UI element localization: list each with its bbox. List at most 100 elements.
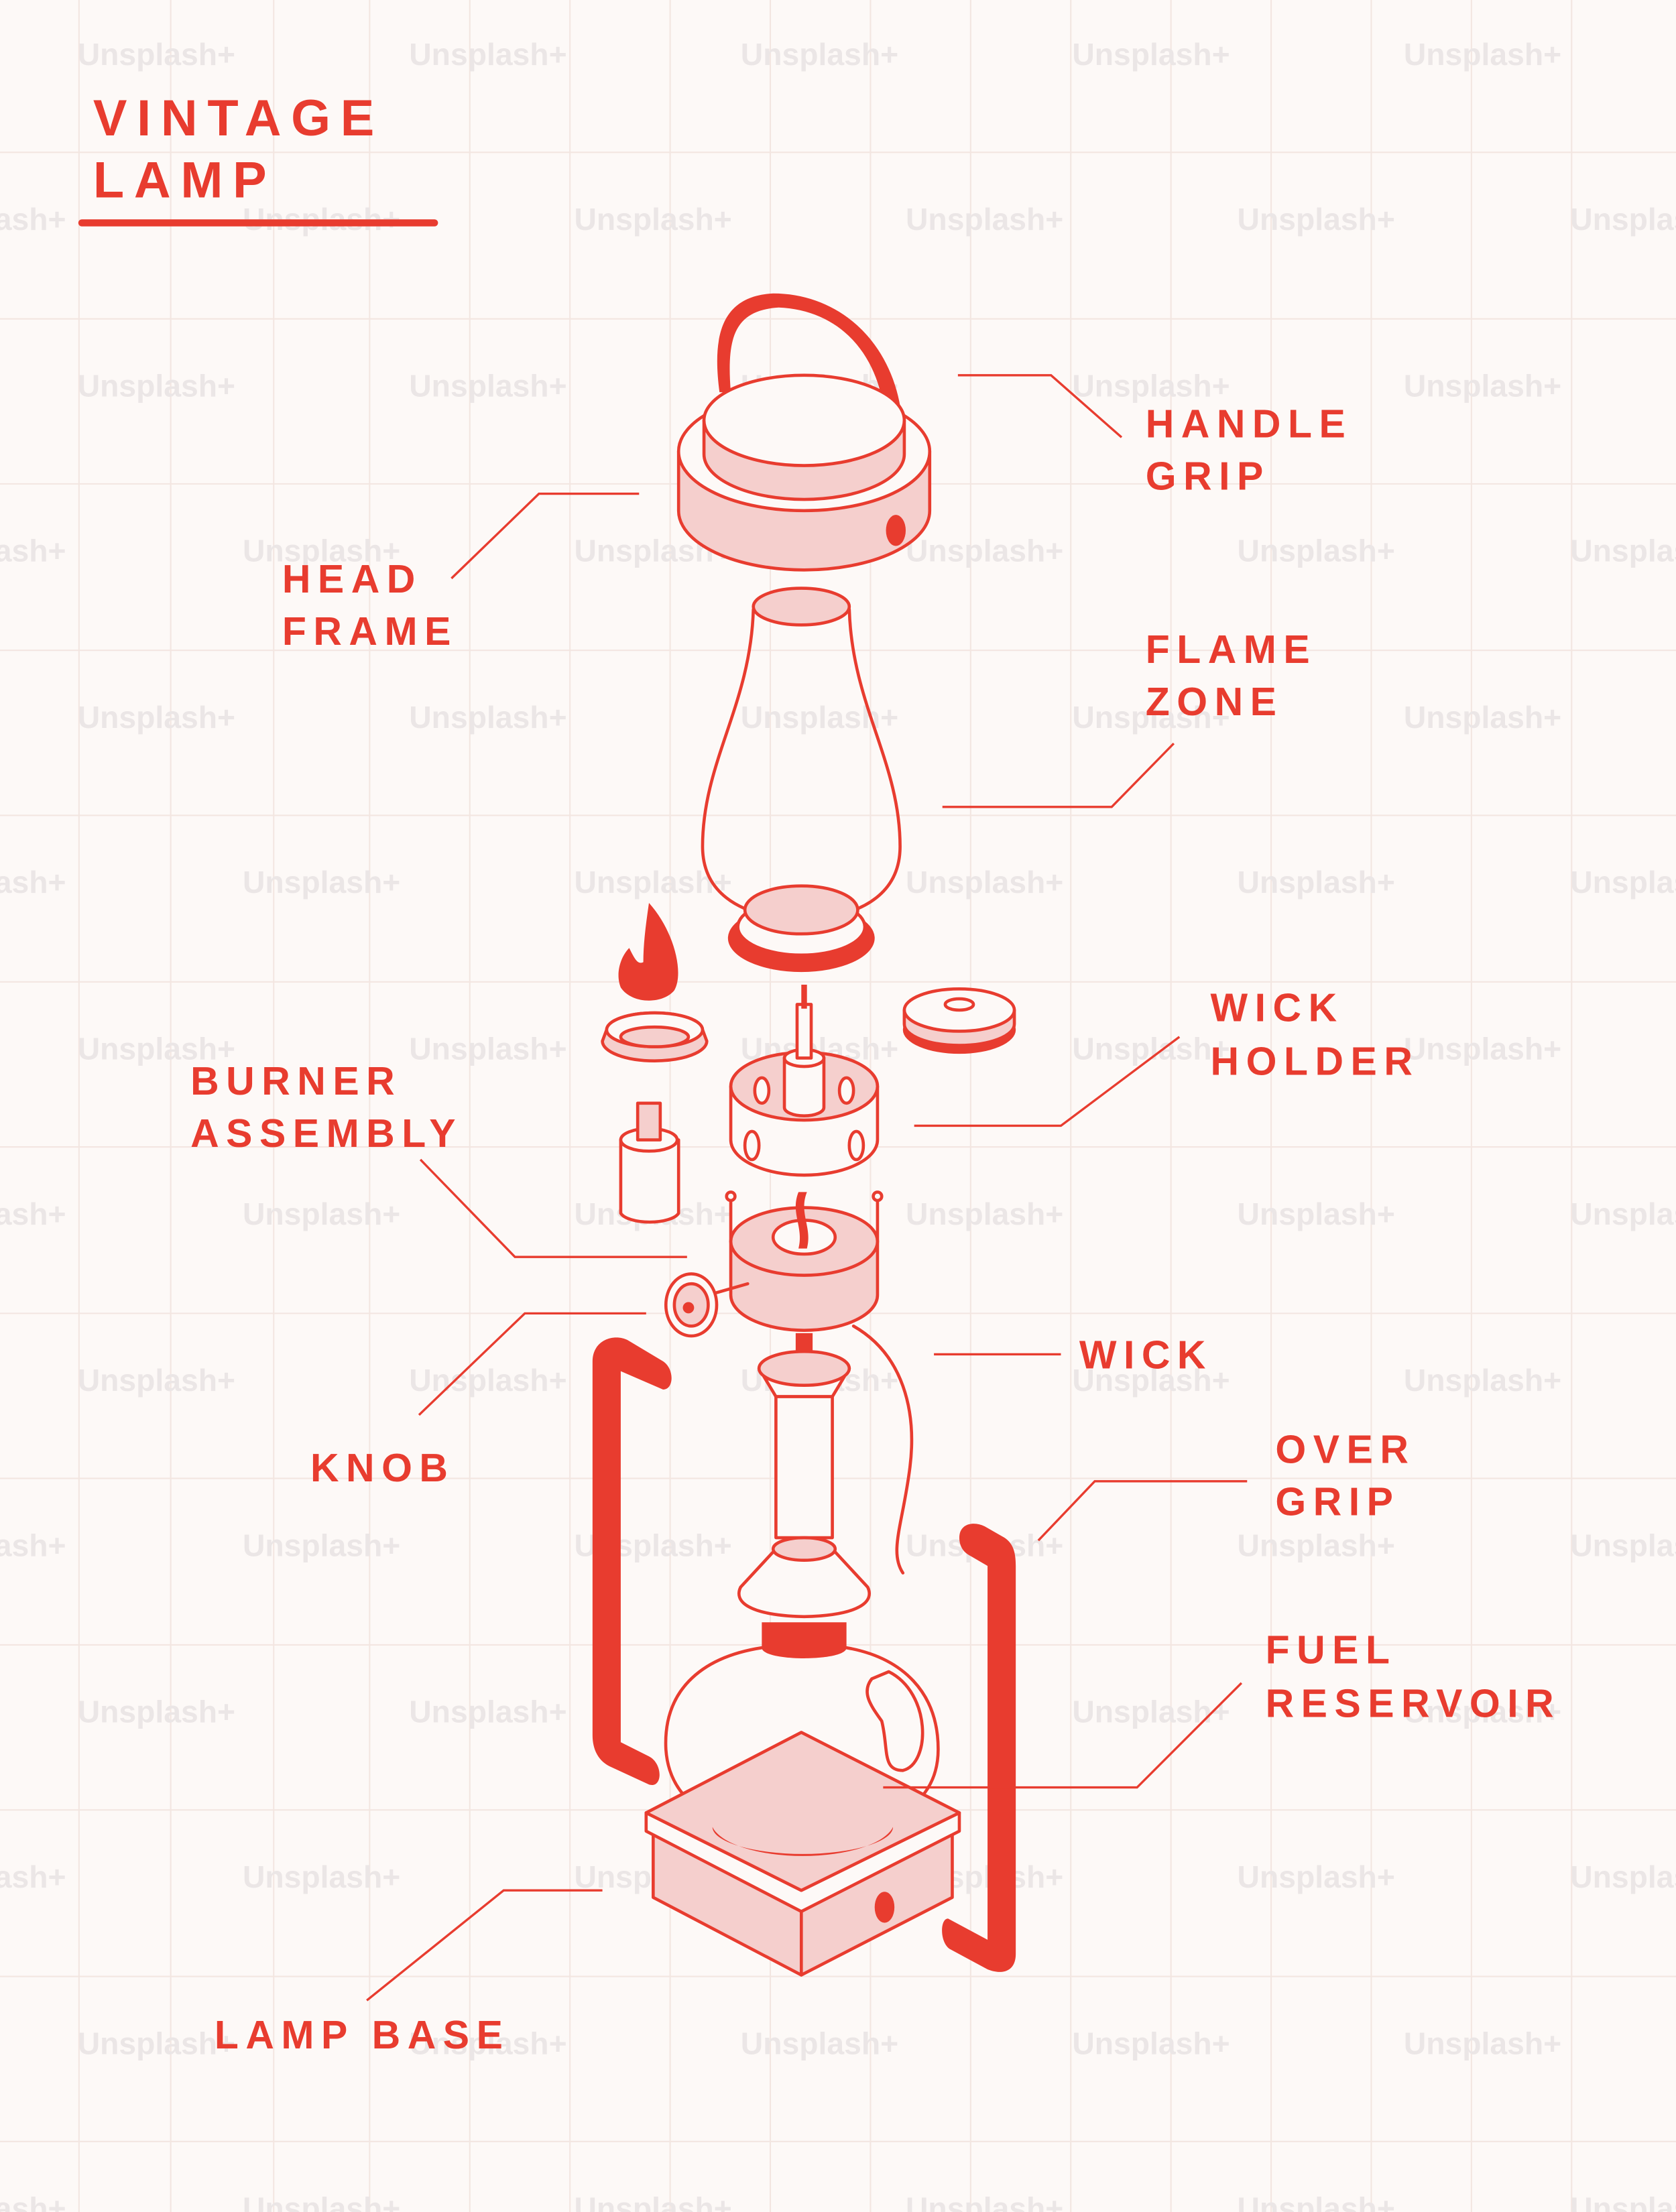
svg-text:Unsplash+: Unsplash+ bbox=[1072, 37, 1230, 72]
svg-text:Unsplash+: Unsplash+ bbox=[78, 2026, 235, 2061]
svg-text:HEAD: HEAD bbox=[282, 558, 422, 601]
svg-text:WICK: WICK bbox=[1079, 1333, 1213, 1377]
svg-text:LAMP BASE: LAMP BASE bbox=[215, 2014, 510, 2057]
svg-text:Unsplash+: Unsplash+ bbox=[409, 368, 566, 403]
svg-text:Unsplash+: Unsplash+ bbox=[78, 37, 235, 72]
burner-part bbox=[725, 1190, 884, 1332]
svg-text:Unsplash+: Unsplash+ bbox=[0, 534, 66, 568]
svg-text:Unsplash+: Unsplash+ bbox=[0, 202, 66, 237]
svg-text:LAMP: LAMP bbox=[93, 152, 277, 209]
svg-text:Unsplash+: Unsplash+ bbox=[0, 1528, 66, 1562]
watermarks: Unsplash+ Unsplash+ Unsplash+ Unsplash+ Unsp… bbox=[0, 37, 1676, 2212]
svg-text:WICK: WICK bbox=[1211, 987, 1344, 1030]
label-burner-assembly: BURNER ASSEMBLY bbox=[190, 1060, 463, 1156]
svg-text:Unsplash+: Unsplash+ bbox=[1072, 1695, 1230, 1729]
svg-text:GRIP: GRIP bbox=[1275, 1480, 1400, 1524]
svg-text:Unsplash+: Unsplash+ bbox=[1570, 2191, 1676, 2212]
svg-text:Unsplash+: Unsplash+ bbox=[78, 1032, 235, 1066]
svg-text:Unsplash+: Unsplash+ bbox=[906, 865, 1063, 900]
svg-text:Unsplash+: Unsplash+ bbox=[906, 1196, 1063, 1231]
svg-text:Unsplash+: Unsplash+ bbox=[1570, 202, 1676, 237]
svg-text:Unsplash+: Unsplash+ bbox=[243, 202, 400, 237]
svg-text:Unsplash+: Unsplash+ bbox=[1072, 700, 1230, 735]
screw-part bbox=[619, 1101, 680, 1224]
svg-text:Unsplash+: Unsplash+ bbox=[1570, 534, 1676, 568]
svg-text:FUEL: FUEL bbox=[1266, 1628, 1397, 1672]
handle-icon bbox=[717, 293, 903, 480]
svg-text:BURNER: BURNER bbox=[190, 1060, 402, 1103]
ring-part bbox=[601, 1011, 709, 1062]
svg-text:Unsplash+: Unsplash+ bbox=[574, 865, 731, 900]
label-fuel-reservoir: FUEL RESERVOIR bbox=[1266, 1628, 1561, 1725]
label-wick: WICK bbox=[1079, 1333, 1213, 1377]
svg-text:Unsplash+: Unsplash+ bbox=[1238, 865, 1395, 900]
svg-text:Unsplash+: Unsplash+ bbox=[0, 1196, 66, 1231]
svg-text:Unsplash+: Unsplash+ bbox=[1570, 1196, 1676, 1231]
svg-text:ASSEMBLY: ASSEMBLY bbox=[190, 1112, 463, 1156]
wick-cord bbox=[851, 1325, 914, 1575]
cap-part bbox=[902, 987, 1016, 1054]
svg-text:Unsplash+: Unsplash+ bbox=[1072, 1363, 1230, 1398]
svg-text:Unsplash+: Unsplash+ bbox=[243, 865, 400, 900]
svg-text:Unsplash+: Unsplash+ bbox=[409, 1032, 566, 1066]
left-grip bbox=[592, 1337, 672, 1786]
svg-text:Unsplash+: Unsplash+ bbox=[1238, 2191, 1395, 2212]
svg-text:Unsplash+: Unsplash+ bbox=[1238, 1859, 1395, 1894]
svg-text:Unsplash+: Unsplash+ bbox=[906, 202, 1063, 237]
svg-text:FLAME: FLAME bbox=[1146, 628, 1317, 672]
svg-text:Unsplash+: Unsplash+ bbox=[409, 1363, 566, 1398]
over-grip bbox=[942, 1524, 1016, 1972]
wick-holder-part bbox=[729, 985, 880, 1177]
svg-text:Unsplash+: Unsplash+ bbox=[906, 2191, 1063, 2212]
svg-text:ZONE: ZONE bbox=[1146, 680, 1284, 724]
svg-text:Unsplash+: Unsplash+ bbox=[1238, 534, 1395, 568]
svg-text:Unsplash+: Unsplash+ bbox=[1570, 1528, 1676, 1562]
svg-text:Unsplash+: Unsplash+ bbox=[243, 2191, 400, 2212]
svg-text:Unsplash+: Unsplash+ bbox=[1072, 368, 1230, 403]
svg-text:Unsplash+: Unsplash+ bbox=[0, 2191, 66, 2212]
label-over-grip: OVER GRIP bbox=[1275, 1428, 1415, 1524]
lamp-base-part bbox=[644, 1731, 961, 1977]
svg-text:VINTAGE: VINTAGE bbox=[93, 90, 384, 147]
svg-text:OVER: OVER bbox=[1275, 1428, 1415, 1471]
svg-text:Unsplash+: Unsplash+ bbox=[243, 534, 400, 568]
svg-text:FRAME: FRAME bbox=[282, 610, 458, 654]
svg-text:Unsplash+: Unsplash+ bbox=[78, 700, 235, 735]
glass-chimney bbox=[701, 587, 902, 973]
label-flame-zone: FLAME ZONE bbox=[1146, 628, 1317, 724]
svg-text:Unsplash+: Unsplash+ bbox=[1404, 1032, 1561, 1066]
svg-text:Unsplash+: Unsplash+ bbox=[409, 37, 566, 72]
svg-text:KNOB: KNOB bbox=[310, 1447, 455, 1490]
svg-text:Unsplash+: Unsplash+ bbox=[1404, 1363, 1561, 1398]
label-knob: KNOB bbox=[310, 1447, 455, 1490]
svg-text:RESERVOIR: RESERVOIR bbox=[1266, 1682, 1561, 1725]
svg-text:Unsplash+: Unsplash+ bbox=[78, 368, 235, 403]
svg-text:Unsplash+: Unsplash+ bbox=[243, 1859, 400, 1894]
svg-text:GRIP: GRIP bbox=[1146, 454, 1270, 498]
page-title: VINTAGE LAMP bbox=[78, 90, 438, 227]
svg-text:Unsplash+: Unsplash+ bbox=[0, 1859, 66, 1894]
svg-text:Unsplash+: Unsplash+ bbox=[1404, 368, 1561, 403]
svg-text:Unsplash+: Unsplash+ bbox=[1238, 202, 1395, 237]
svg-text:Unsplash+: Unsplash+ bbox=[1238, 1528, 1395, 1562]
label-head-frame: HEAD FRAME bbox=[282, 558, 458, 654]
label-lamp-base: LAMP BASE bbox=[215, 2014, 510, 2057]
knob-part bbox=[664, 1272, 750, 1338]
svg-text:Unsplash+: Unsplash+ bbox=[243, 1196, 400, 1231]
label-handle-grip: HANDLE GRIP bbox=[1146, 402, 1353, 498]
flame-icon bbox=[618, 902, 678, 1001]
svg-text:Unsplash+: Unsplash+ bbox=[409, 700, 566, 735]
leader-lines bbox=[366, 374, 1248, 2002]
svg-text:Unsplash+: Unsplash+ bbox=[1404, 1695, 1561, 1729]
svg-text:Unsplash+: Unsplash+ bbox=[243, 1528, 400, 1562]
svg-text:Unsplash+: Unsplash+ bbox=[1072, 1032, 1230, 1066]
svg-text:Unsplash+: Unsplash+ bbox=[741, 37, 898, 72]
svg-text:Unsplash+: Unsplash+ bbox=[1404, 2026, 1561, 2061]
svg-text:HANDLE: HANDLE bbox=[1146, 402, 1353, 446]
svg-text:Unsplash+: Unsplash+ bbox=[409, 1695, 566, 1729]
svg-text:Unsplash+: Unsplash+ bbox=[0, 865, 66, 900]
svg-text:Unsplash+: Unsplash+ bbox=[574, 2191, 731, 2212]
